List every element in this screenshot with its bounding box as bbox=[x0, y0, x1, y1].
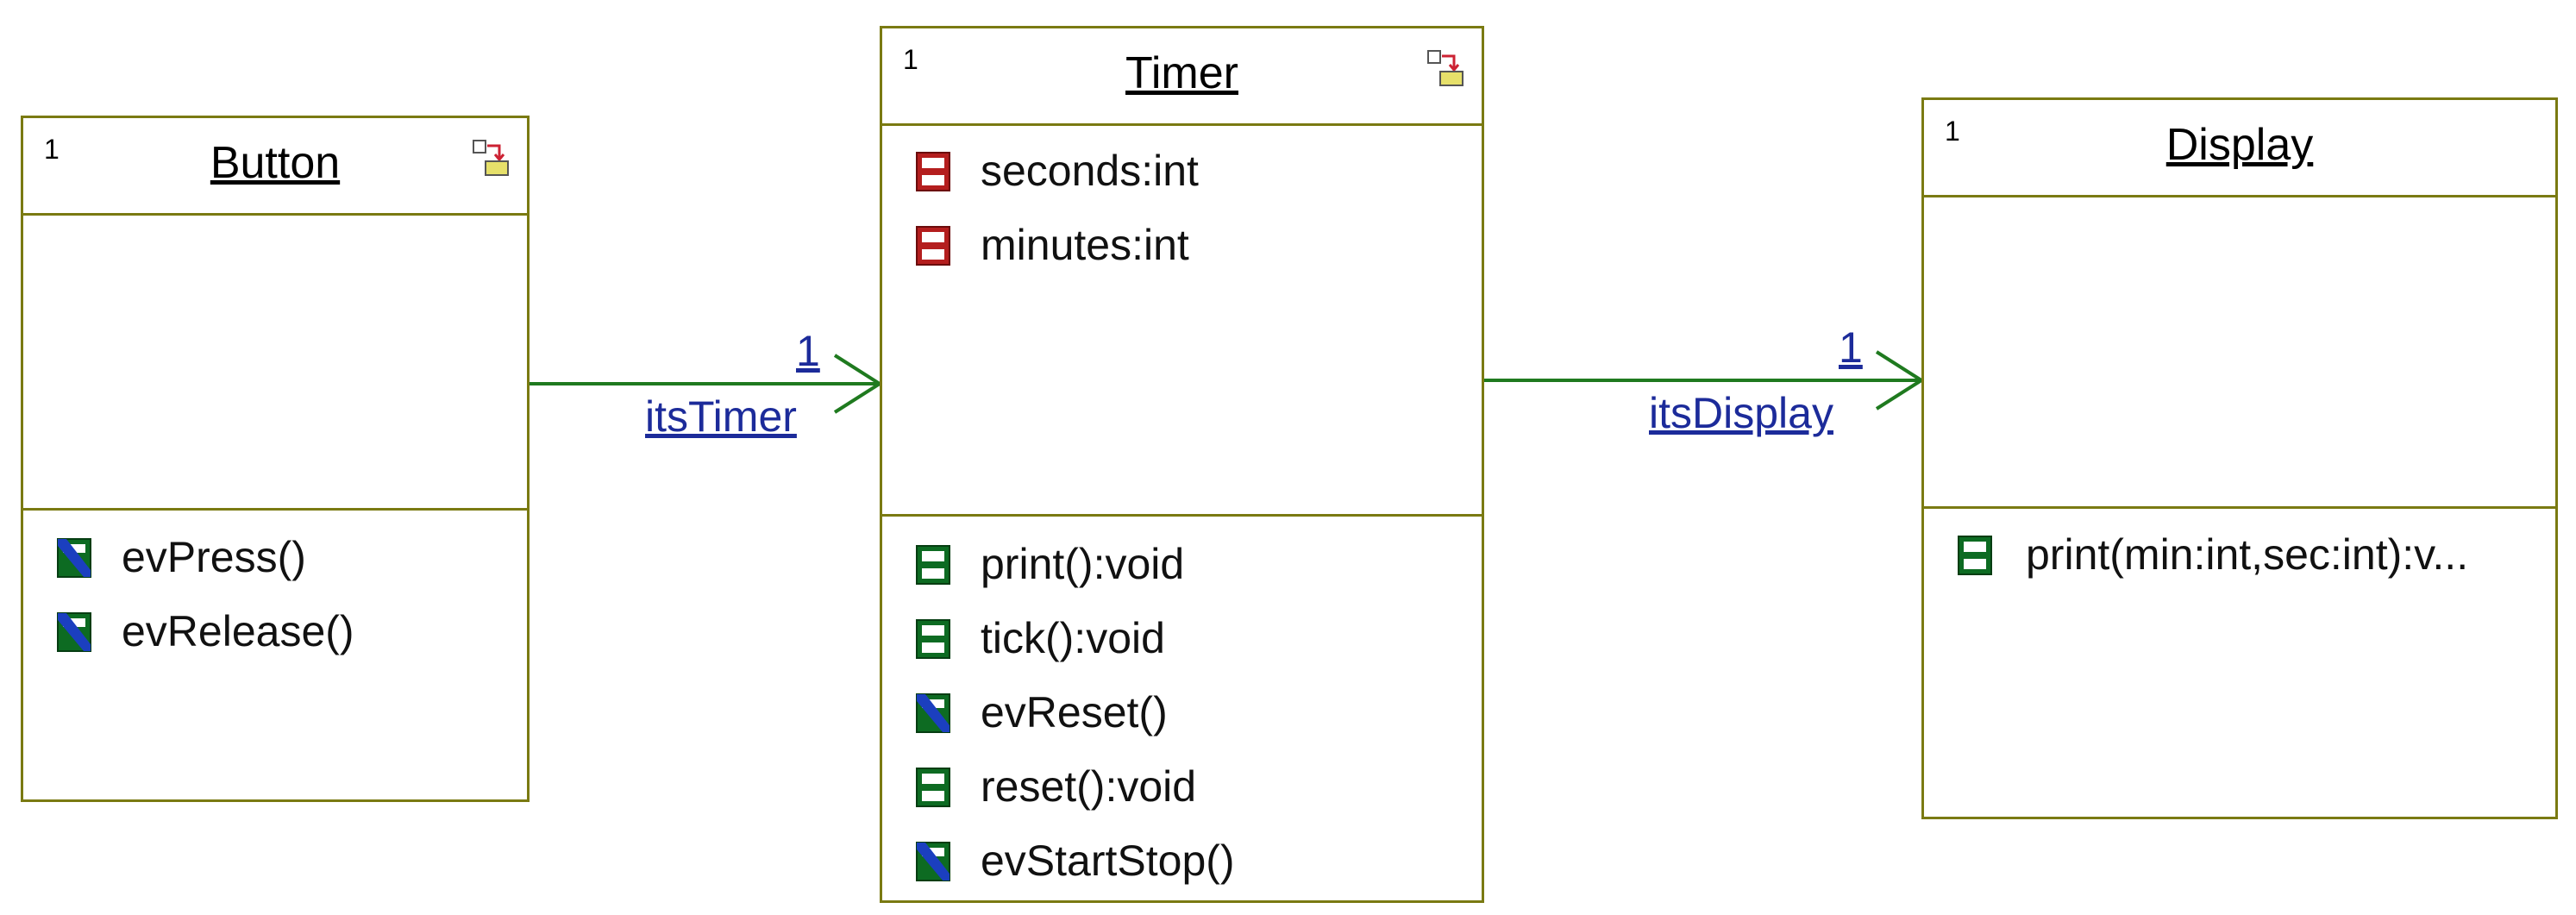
event-reception-icon bbox=[57, 538, 91, 578]
attribute-label: minutes:int bbox=[981, 221, 1189, 269]
assoc1-role-label[interactable]: itsTimer bbox=[645, 392, 797, 441]
class-multiplicity: 1 bbox=[44, 134, 60, 165]
operation-row[interactable]: evStartStop() bbox=[882, 824, 1482, 898]
event-reception-icon bbox=[916, 693, 950, 733]
operation-icon bbox=[916, 768, 950, 807]
event-reception-icon bbox=[57, 612, 91, 652]
operation-label: reset():void bbox=[981, 762, 1197, 811]
operations-compartment: print(min:int,sec:int):v... bbox=[1924, 517, 2555, 592]
operation-label: print(min:int,sec:int):v... bbox=[2026, 530, 2469, 579]
class-button[interactable]: 1 Button evPress() evRelease() bbox=[21, 116, 530, 802]
class-header: 1 Display bbox=[1924, 100, 2555, 197]
compartment-divider bbox=[882, 514, 1482, 517]
assoc1-multiplicity[interactable]: 1 bbox=[796, 327, 820, 375]
operation-row[interactable]: evPress() bbox=[23, 520, 527, 594]
class-display[interactable]: 1 Display print(min:int,sec:int):v... bbox=[1921, 97, 2558, 819]
class-multiplicity: 1 bbox=[903, 44, 918, 75]
operation-row[interactable]: tick():void bbox=[882, 601, 1482, 675]
class-multiplicity: 1 bbox=[1945, 116, 1960, 147]
operation-label: evPress() bbox=[122, 533, 306, 581]
operation-row[interactable]: print(min:int,sec:int):v... bbox=[1924, 517, 2555, 592]
operation-label: evRelease() bbox=[122, 607, 354, 655]
operation-row[interactable]: reset():void bbox=[882, 749, 1482, 824]
class-header: 1 Button bbox=[23, 118, 527, 216]
operations-compartment: print():void tick():void evReset() bbox=[882, 527, 1482, 898]
operation-label: print():void bbox=[981, 540, 1185, 588]
class-name[interactable]: Timer bbox=[1125, 48, 1238, 98]
class-name[interactable]: Display bbox=[2165, 120, 2314, 170]
operation-row[interactable]: evReset() bbox=[882, 675, 1482, 749]
operations-compartment: evPress() evRelease() bbox=[23, 520, 527, 668]
assoc2-multiplicity[interactable]: 1 bbox=[1839, 323, 1863, 372]
operation-icon bbox=[916, 545, 950, 585]
operation-label: evReset() bbox=[981, 688, 1168, 736]
operation-icon bbox=[1958, 536, 1992, 575]
active-class-icon bbox=[1427, 50, 1463, 86]
attributes-compartment: seconds:int minutes:int bbox=[882, 134, 1482, 282]
active-class-icon bbox=[473, 140, 509, 176]
class-name[interactable]: Button bbox=[210, 138, 341, 188]
compartment-divider bbox=[23, 508, 527, 511]
assoc2-role-label[interactable]: itsDisplay bbox=[1649, 389, 1833, 437]
attribute-icon bbox=[916, 152, 950, 191]
operation-label: evStartStop() bbox=[981, 837, 1235, 885]
event-reception-icon bbox=[916, 842, 950, 881]
operation-row[interactable]: evRelease() bbox=[23, 594, 527, 668]
attribute-label: seconds:int bbox=[981, 147, 1199, 195]
operation-row[interactable]: print():void bbox=[882, 527, 1482, 601]
class-timer[interactable]: 1 Timer seconds:int minutes:int bbox=[880, 26, 1484, 903]
class-header: 1 Timer bbox=[882, 28, 1482, 126]
attribute-icon bbox=[916, 226, 950, 266]
operation-label: tick():void bbox=[981, 614, 1165, 662]
compartment-divider bbox=[1924, 506, 2555, 509]
attribute-row[interactable]: minutes:int bbox=[882, 208, 1482, 282]
operation-icon bbox=[916, 619, 950, 659]
attribute-row[interactable]: seconds:int bbox=[882, 134, 1482, 208]
